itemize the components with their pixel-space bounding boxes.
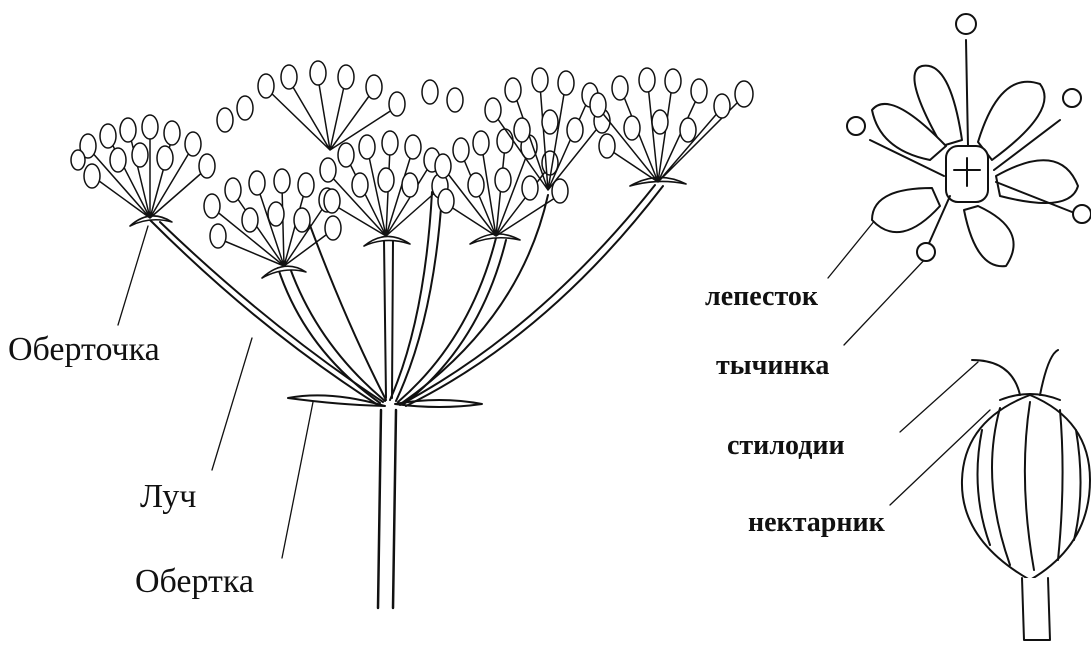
label-petal: лепесток bbox=[705, 283, 818, 311]
fruit-detail bbox=[962, 350, 1090, 640]
main-stem bbox=[378, 410, 396, 608]
label-stylodia: стилодии bbox=[727, 432, 845, 460]
label-involucel: Оберточка bbox=[8, 333, 160, 367]
label-involucre: Обертка bbox=[135, 565, 254, 599]
label-stamen: тычинка bbox=[716, 352, 829, 380]
label-nectary: нектарник bbox=[748, 509, 885, 537]
flower-detail bbox=[847, 14, 1091, 266]
label-ray: Луч bbox=[140, 480, 196, 514]
